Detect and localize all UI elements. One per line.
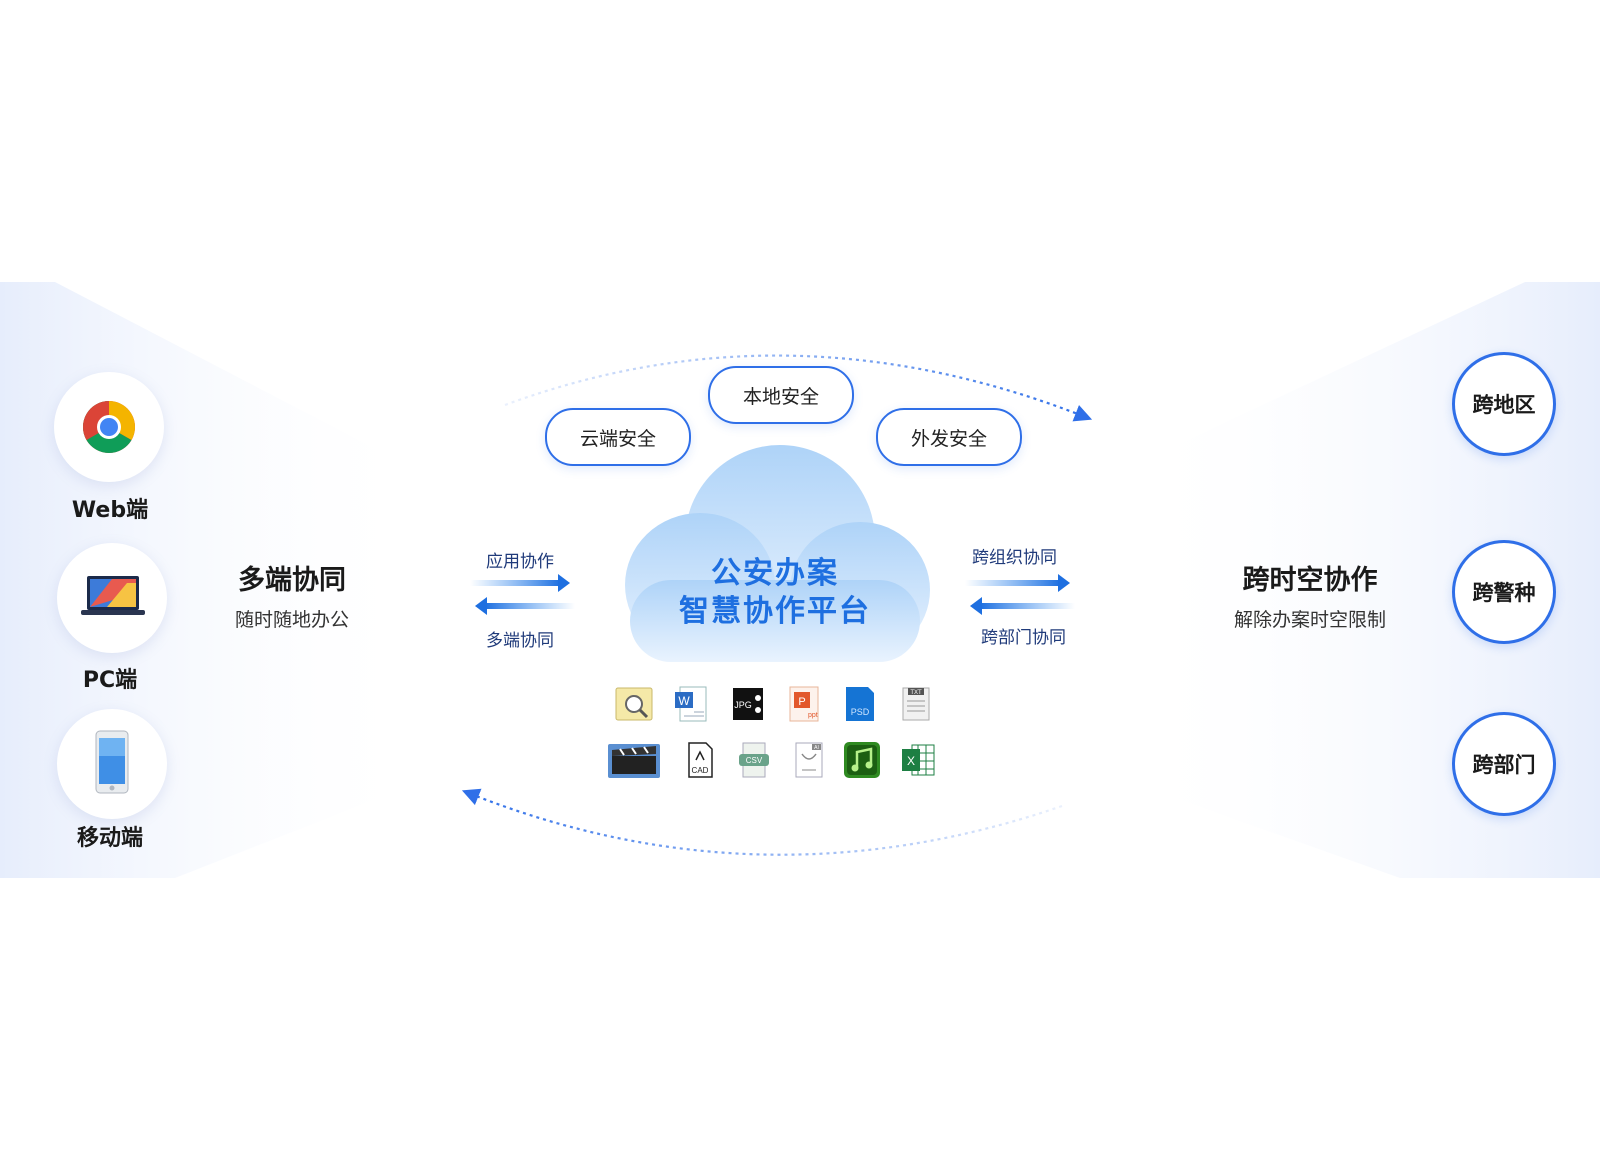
circle-cross-department: 跨部门 [1452, 712, 1556, 816]
pill-outbound-security: 外发安全 [876, 408, 1022, 466]
circle-cross-region: 跨地区 [1452, 352, 1556, 456]
txt-file-icon: TXT [896, 684, 936, 724]
svg-text:CAD: CAD [692, 766, 709, 775]
svg-text:X: X [907, 754, 915, 768]
chrome-icon [83, 401, 135, 453]
device-label-mobile: 移动端 [76, 826, 143, 851]
device-pc [57, 543, 167, 653]
left-arrow-right [470, 574, 570, 592]
right-arrow-left [970, 597, 1075, 615]
label-multi-device: 多端协同 [486, 631, 554, 651]
csv-file-icon: CSV [734, 740, 774, 780]
image-viewer-icon [614, 684, 654, 724]
platform-title-line1: 公安办案 [711, 556, 839, 591]
label-app-collab: 应用协作 [486, 552, 554, 572]
svg-text:PSD: PSD [851, 707, 870, 717]
label-cross-org: 跨组织协同 [972, 548, 1057, 568]
device-label-web: Web端 [71, 498, 149, 523]
svg-text:TXT: TXT [910, 690, 922, 696]
platform-title-line2: 智慧协作平台 [679, 594, 871, 629]
ai-file-icon: AI [788, 740, 828, 780]
device-web [54, 372, 164, 482]
left-arrow-left [475, 597, 575, 615]
svg-text:ppt: ppt [808, 712, 818, 719]
svg-text:AI: AI [814, 745, 819, 751]
right-title: 跨时空协作 [1242, 565, 1378, 596]
right-arrow-right [965, 574, 1070, 592]
video-clapper-icon [606, 740, 662, 780]
svg-text:CSV: CSV [746, 756, 763, 765]
pill-cloud-security: 云端安全 [545, 408, 691, 466]
svg-text:JPG: JPG [734, 700, 752, 710]
label-cross-dept: 跨部门协同 [981, 628, 1066, 648]
excel-file-icon: X [898, 740, 938, 780]
music-file-icon [842, 740, 882, 780]
bottom-arc-arrow [461, 788, 1063, 856]
mobile-phone-icon [95, 730, 129, 794]
device-mobile [57, 709, 167, 819]
word-doc-icon: W [672, 684, 712, 724]
left-title: 多端协同 [238, 565, 346, 596]
psd-file-icon: PSD [840, 684, 880, 724]
top-arc-arrow [504, 354, 1093, 422]
circle-cross-police-type: 跨警种 [1452, 540, 1556, 644]
svg-text:P: P [798, 696, 805, 708]
cloud-shape [625, 445, 930, 662]
device-label-pc: PC端 [82, 668, 138, 693]
cad-file-icon: CAD [680, 740, 720, 780]
pill-local-security: 本地安全 [708, 366, 854, 424]
left-subtitle: 随时随地办公 [234, 609, 349, 631]
svg-text:W: W [678, 694, 690, 708]
jpg-file-icon: JPG [728, 684, 768, 724]
right-subtitle: 解除办案时空限制 [1233, 609, 1386, 631]
laptop-icon [81, 576, 145, 615]
